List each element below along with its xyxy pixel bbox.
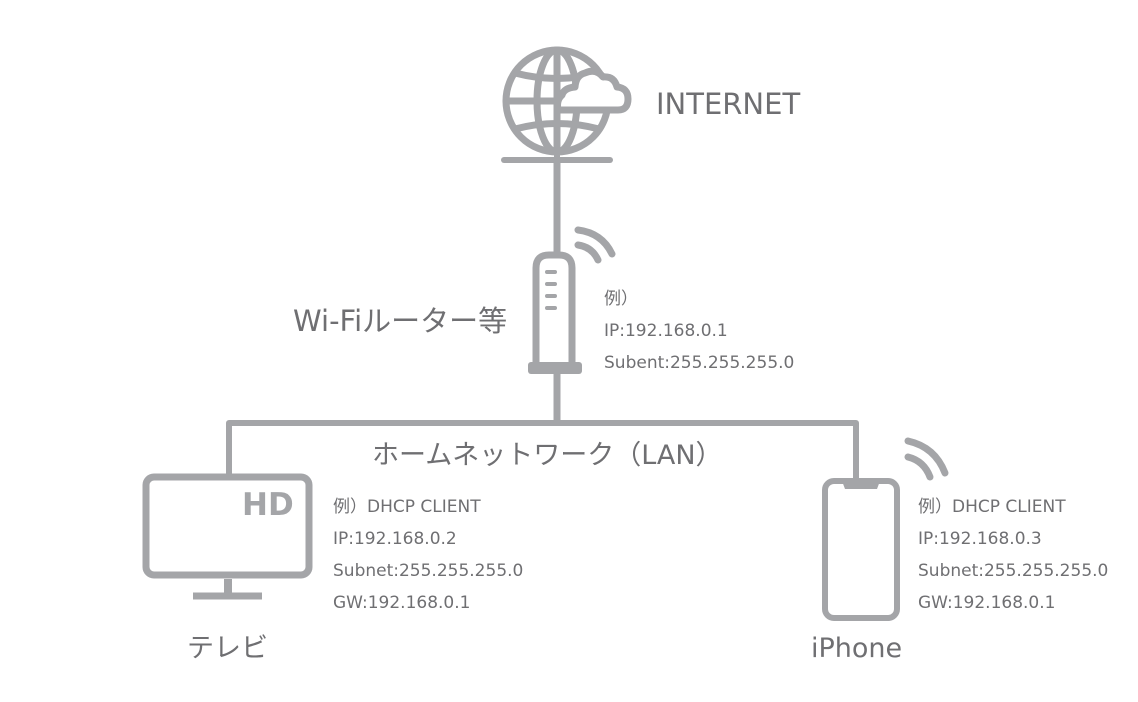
iphone-info-line: Subnet:255.255.255.0 — [918, 561, 1109, 581]
tv-info: 例）DHCP CLIENT IP:192.168.0.2 Subnet:255.… — [333, 491, 523, 619]
iphone-info-line: GW:192.168.0.1 — [918, 593, 1056, 613]
router-wifi-signal-icon — [574, 226, 616, 264]
router-icon — [528, 251, 582, 374]
iphone-info-line: IP:192.168.0.3 — [918, 529, 1042, 549]
phone-wifi-signal-icon — [904, 437, 949, 481]
lan-bus-line — [226, 420, 859, 481]
tv-icon — [142, 473, 313, 600]
tv-info-line: IP:192.168.0.2 — [333, 529, 457, 549]
tv-info-line: GW:192.168.0.1 — [333, 593, 471, 613]
tv-hd-badge: HD — [242, 487, 294, 523]
iphone-label: iPhone — [811, 633, 903, 664]
router-info-line: IP:192.168.0.1 — [604, 321, 728, 341]
internet-label: INTERNET — [656, 87, 801, 121]
tv-info-line: 例）DHCP CLIENT — [333, 497, 481, 517]
router-label: Wi-Fiルーター等 — [293, 304, 508, 338]
lan-label: ホームネットワーク（LAN） — [372, 440, 723, 471]
iphone-info-line: 例）DHCP CLIENT — [918, 497, 1066, 517]
smartphone-icon — [822, 478, 900, 621]
router-info-line: 例） — [604, 289, 638, 309]
router-info: 例） IP:192.168.0.1 Subent:255.255.255.0 — [604, 283, 794, 379]
tv-label: テレビ — [187, 633, 268, 664]
globe-cloud-icon — [501, 46, 632, 163]
tv-info-line: Subnet:255.255.255.0 — [333, 561, 524, 581]
iphone-info: 例）DHCP CLIENT IP:192.168.0.3 Subnet:255.… — [918, 491, 1108, 619]
router-info-line: Subent:255.255.255.0 — [604, 353, 795, 373]
